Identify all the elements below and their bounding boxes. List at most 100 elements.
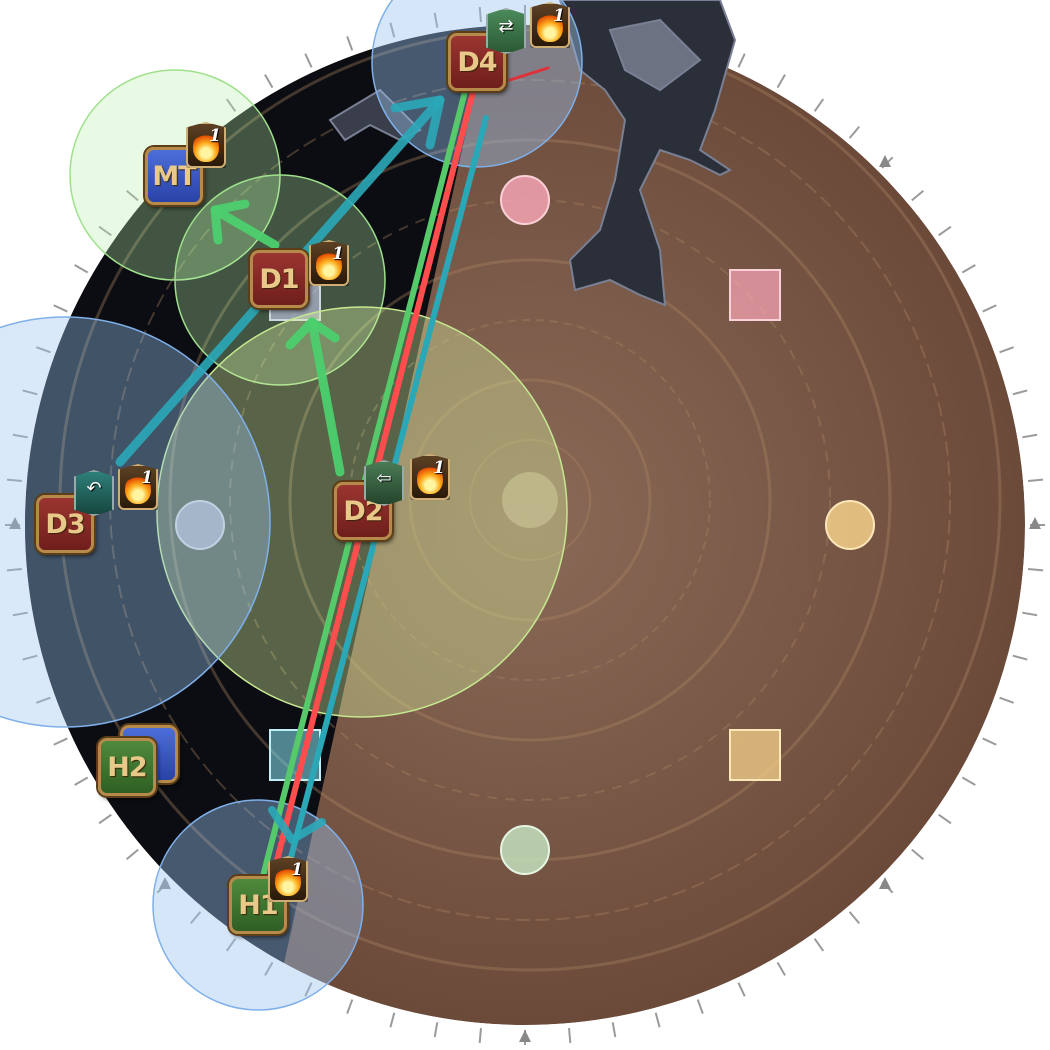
flame-icon xyxy=(125,474,151,504)
waymark-d xyxy=(175,500,225,550)
waymark-2 xyxy=(729,729,781,781)
arena-tick xyxy=(36,346,51,354)
flame-icon xyxy=(275,866,301,896)
arena-tick xyxy=(478,1027,482,1044)
arena-tick xyxy=(36,696,51,704)
arena-tick xyxy=(304,982,313,997)
debuff-stack-count: 1 xyxy=(332,244,344,264)
player-h1[interactable]: H1 xyxy=(229,876,287,934)
arena-tick xyxy=(74,776,89,786)
waymark-1 xyxy=(729,269,781,321)
arena-tick xyxy=(1022,433,1038,439)
fire-debuff-icon: 1 xyxy=(530,2,570,48)
arena-tick xyxy=(98,225,112,237)
arena-tick xyxy=(696,999,704,1014)
arena-tick xyxy=(1027,478,1044,482)
stack-arrows-icon: ⇄ xyxy=(498,16,514,37)
fire-debuff-icon: 1 xyxy=(309,240,349,286)
arena-tick xyxy=(346,36,354,51)
arena-tick xyxy=(22,654,38,661)
arena-tick xyxy=(737,53,746,68)
arena-tick xyxy=(53,304,68,313)
player-mt[interactable]: MT xyxy=(145,147,203,205)
arena-tick xyxy=(6,568,23,572)
debuff-stack-count: 1 xyxy=(553,6,565,26)
debuff-stack-count: 1 xyxy=(433,458,445,478)
arena-tick xyxy=(304,53,313,68)
arena-tick xyxy=(776,961,786,976)
arena-tick xyxy=(478,6,482,23)
flame-icon xyxy=(193,132,219,162)
waymark-c xyxy=(500,825,550,875)
arena-tick xyxy=(938,813,952,825)
arena-tick xyxy=(813,938,825,952)
player-h2[interactable]: H2 xyxy=(98,738,156,796)
arena-tick xyxy=(982,304,997,313)
arena-tick xyxy=(126,189,139,202)
fire-debuff-icon: 1 xyxy=(118,464,158,510)
knockback-swirl-icon: ↶ xyxy=(86,478,102,499)
arena-tick xyxy=(813,98,825,112)
dragon-boss-icon xyxy=(328,0,737,307)
waymark-b xyxy=(825,500,875,550)
backstep-marker-icon: ⇦ xyxy=(364,460,404,506)
arena-tick xyxy=(737,982,746,997)
fire-debuff-icon: 1 xyxy=(268,856,308,902)
edge-markers xyxy=(9,155,1041,1042)
fire-debuff-icon: 1 xyxy=(410,454,450,500)
fire-debuff-icon: 1 xyxy=(186,122,226,168)
arena-tick xyxy=(848,911,861,924)
arena-tick xyxy=(12,433,28,439)
arena-tick xyxy=(189,911,202,924)
stack-marker-icon: ⇄ xyxy=(486,8,526,54)
arena-tick xyxy=(938,225,952,237)
debuff-stack-count: 1 xyxy=(291,860,303,880)
arena-tick xyxy=(264,74,274,89)
debuff-stack-count: 1 xyxy=(209,126,221,146)
arena-tick xyxy=(12,611,28,617)
arena-tick xyxy=(1022,611,1038,617)
arena-tick xyxy=(74,264,89,274)
flame-icon xyxy=(537,12,563,42)
arena-tick xyxy=(98,813,112,825)
arena-tick xyxy=(126,848,139,861)
arena-tick xyxy=(568,1027,572,1044)
arena-tick xyxy=(225,938,237,952)
arena-center xyxy=(502,472,558,528)
flame-icon xyxy=(417,464,443,494)
arrow-d2-to-d1 xyxy=(285,317,345,477)
arrow-d1-to-mt xyxy=(210,199,280,250)
aoe-d3 xyxy=(0,316,271,728)
arena-tick xyxy=(776,74,786,89)
player-d1[interactable]: D1 xyxy=(250,250,308,308)
arena-tick xyxy=(982,737,997,746)
arena-tick xyxy=(1012,654,1028,661)
arrow-down-h1 xyxy=(268,806,326,844)
arrow-left-icon: ⇦ xyxy=(376,468,392,489)
arena-tick xyxy=(911,848,924,861)
arena-tick xyxy=(1027,568,1044,572)
knockback-marker-icon: ↶ xyxy=(74,470,114,516)
arena-tick xyxy=(53,737,68,746)
arena-tick xyxy=(911,189,924,202)
arena-tick xyxy=(654,1012,661,1028)
arena-tick xyxy=(1012,389,1028,396)
flame-icon xyxy=(316,250,342,280)
arena-tick xyxy=(346,999,354,1014)
arena-tick xyxy=(389,1012,396,1028)
arena-tick xyxy=(999,696,1014,704)
arena-tick xyxy=(22,389,38,396)
arena-tick xyxy=(264,961,274,976)
arena-tick xyxy=(961,264,976,274)
arena-tick xyxy=(6,478,23,482)
arena-tick xyxy=(961,776,976,786)
arena-tick xyxy=(389,22,396,38)
arena-tick xyxy=(433,12,439,28)
arena-tick xyxy=(611,1022,617,1038)
arena-tick xyxy=(433,1022,439,1038)
arena-tick xyxy=(848,126,861,139)
waymark-a xyxy=(500,175,550,225)
arena-tick xyxy=(225,98,237,112)
debuff-stack-count: 1 xyxy=(141,468,153,488)
